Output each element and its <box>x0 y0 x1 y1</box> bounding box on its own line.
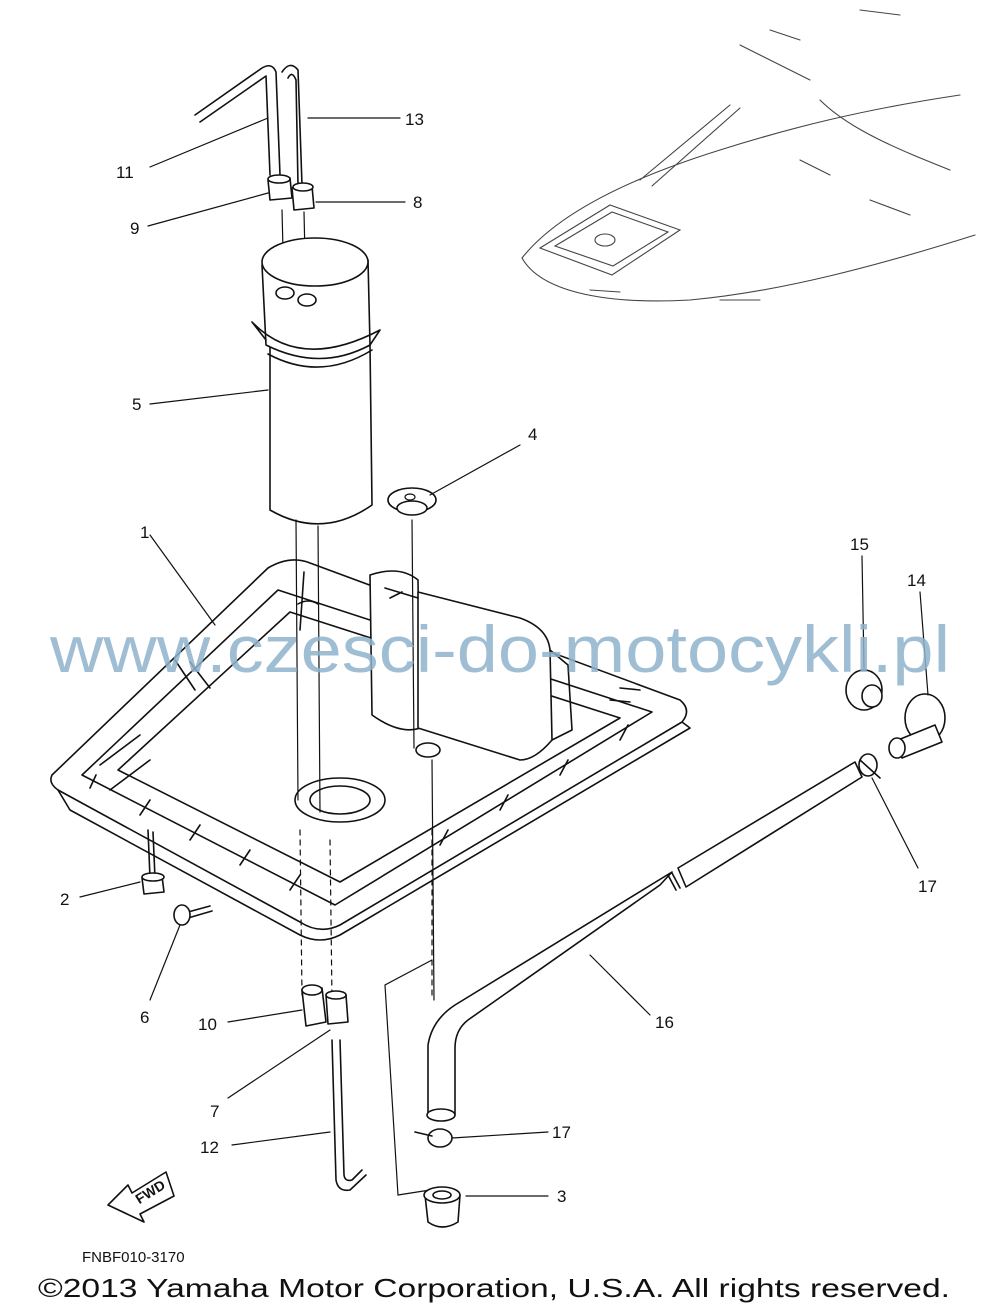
callout-9: 9 <box>130 219 139 238</box>
bolt-6 <box>173 904 213 926</box>
hose-13 <box>281 64 303 186</box>
copyright-notice: ©2013 Yamaha Motor Corporation, U.S.A. A… <box>38 1273 950 1303</box>
callout-6: 6 <box>140 1008 149 1027</box>
website-watermark: www.czesci-do-motocykli.pl <box>49 612 950 686</box>
callout-numbers: 1 2 3 4 5 6 7 8 9 10 11 12 13 14 15 16 1… <box>60 110 937 1206</box>
fitting-14 <box>888 693 946 759</box>
callout-4: 4 <box>528 425 537 444</box>
fitting-10 <box>301 984 327 1027</box>
callout-7: 7 <box>210 1102 219 1121</box>
callout-13: 13 <box>405 110 424 129</box>
hose-11 <box>194 64 281 176</box>
fitting-8 <box>291 182 315 211</box>
callout-17-upper: 17 <box>918 877 937 896</box>
leader-lines <box>79 117 929 1197</box>
cap-15 <box>845 669 883 711</box>
callout-10: 10 <box>198 1015 217 1034</box>
callout-5: 5 <box>132 395 141 414</box>
callout-11: 11 <box>116 163 134 182</box>
tray-1 <box>50 559 691 941</box>
grommet-4 <box>387 487 437 516</box>
hull-location-inset <box>521 9 976 302</box>
callout-2: 2 <box>60 890 69 909</box>
drawing-code: FNBF010-3170 <box>82 1249 185 1266</box>
clamp-17-upper <box>858 753 881 779</box>
hose-16 <box>426 761 863 1122</box>
hose-12 <box>331 1039 367 1192</box>
callout-16: 16 <box>655 1013 674 1032</box>
callout-8: 8 <box>413 193 422 212</box>
callout-1: 1 <box>140 523 149 542</box>
callout-12: 12 <box>200 1138 219 1157</box>
callout-14: 14 <box>907 571 926 590</box>
bolt-2 <box>141 829 165 895</box>
clamp-17-lower <box>414 1128 453 1148</box>
callout-3: 3 <box>557 1187 566 1206</box>
fitting-9 <box>267 174 293 201</box>
forward-arrow: FWD <box>107 1171 175 1223</box>
assembly-lines <box>295 519 435 1196</box>
grommet-3 <box>423 1186 461 1228</box>
fitting-7 <box>325 990 349 1025</box>
callout-17-lower: 17 <box>552 1123 571 1142</box>
canister-5 <box>251 237 381 525</box>
callout-15: 15 <box>850 535 869 554</box>
